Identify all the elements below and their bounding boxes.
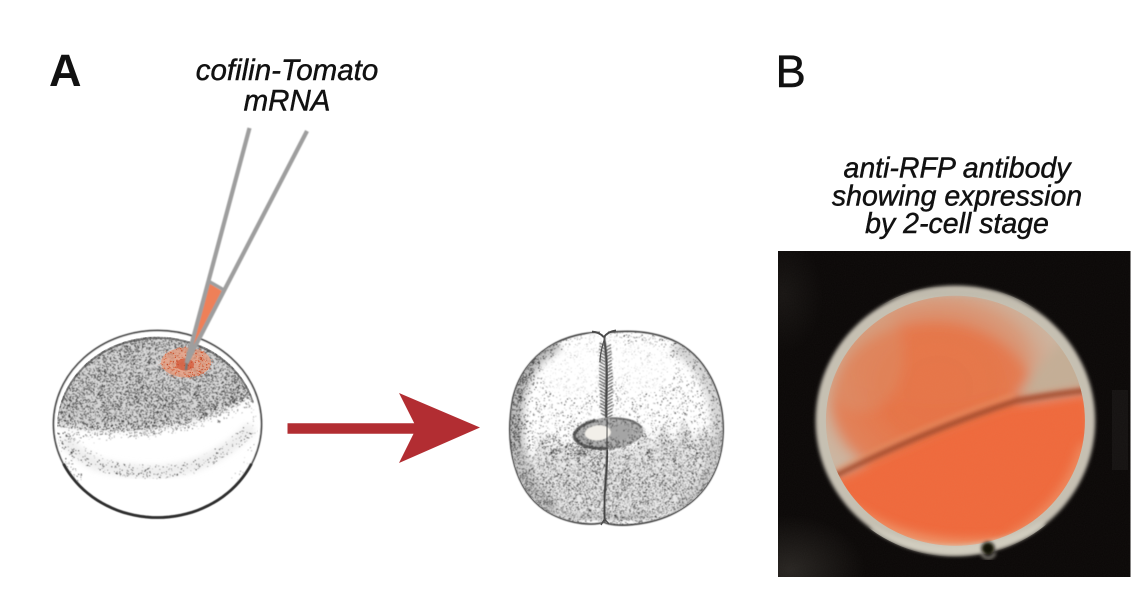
svg-text:anti-RFP antibody: anti-RFP antibody: [843, 153, 1072, 185]
svg-text:showing expression: showing expression: [832, 181, 1082, 213]
svg-text:mRNA: mRNA: [244, 85, 331, 118]
svg-text:B: B: [776, 46, 806, 97]
svg-text:A: A: [49, 45, 82, 96]
svg-text:cofilin-Tomato: cofilin-Tomato: [196, 54, 379, 87]
svg-text:by 2-cell stage: by 2-cell stage: [865, 208, 1049, 240]
